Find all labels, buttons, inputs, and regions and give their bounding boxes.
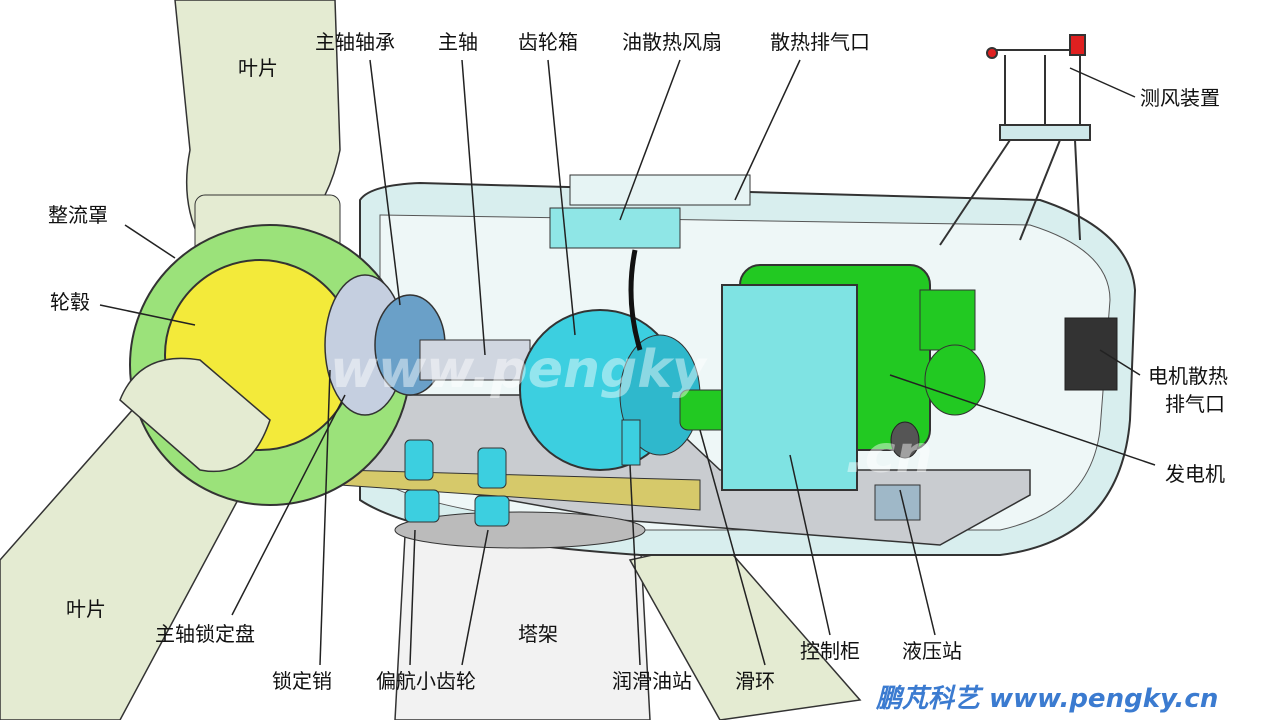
label-heat-exhaust: 散热排气口 (770, 30, 870, 54)
label-blade-bottom: 叶片 (66, 597, 106, 621)
label-yaw-pinion: 偏航小齿轮 (376, 669, 476, 693)
label-spinner: 整流罩 (48, 203, 108, 227)
yaw-ring (394, 511, 646, 549)
label-main-bearing: 主轴轴承 (315, 30, 395, 54)
label-oil-cooling-fan: 油散热风扇 (622, 30, 722, 54)
label-hydraulic-station: 液压站 (902, 639, 962, 663)
label-generator: 发电机 (1165, 462, 1225, 486)
oil-cooling-fan (549, 207, 681, 249)
label-generator-exhaust-1: 电机散热 (1148, 364, 1228, 388)
heat-exhaust-vent (569, 174, 751, 206)
main-shaft (419, 339, 531, 381)
label-slip-ring: 滑环 (735, 669, 775, 693)
lube-station (621, 419, 641, 466)
label-tower: 塔架 (518, 622, 558, 646)
footer-credit: 鹏芃科艺 www.pengky.cn (876, 684, 1219, 714)
label-hub: 轮毂 (50, 290, 90, 314)
blade-back (628, 539, 862, 720)
blade-root-side (119, 357, 271, 473)
watermark: www.pengky (330, 340, 706, 400)
label-wind-sensor: 测风装置 (1140, 86, 1220, 110)
label-control-cabinet: 控制柜 (800, 639, 860, 663)
label-gearbox: 齿轮箱 (518, 30, 578, 54)
yaw-pinions (404, 439, 510, 527)
wind-sensor (939, 34, 1091, 246)
control-cabinet (721, 284, 858, 491)
label-main-shaft: 主轴 (438, 30, 478, 54)
label-lube-station: 润滑油站 (612, 669, 692, 693)
label-lock-pin: 锁定销 (272, 669, 332, 693)
label-shaft-lock-disc: 主轴锁定盘 (155, 622, 255, 646)
label-blade-top: 叶片 (238, 56, 278, 80)
hydraulic-station (874, 484, 921, 521)
generator-exhaust-grille (1064, 317, 1118, 391)
leader-lines (99, 59, 1156, 666)
watermark-suffix: .cn (845, 425, 933, 485)
label-generator-exhaust-2: 排气口 (1165, 392, 1225, 416)
